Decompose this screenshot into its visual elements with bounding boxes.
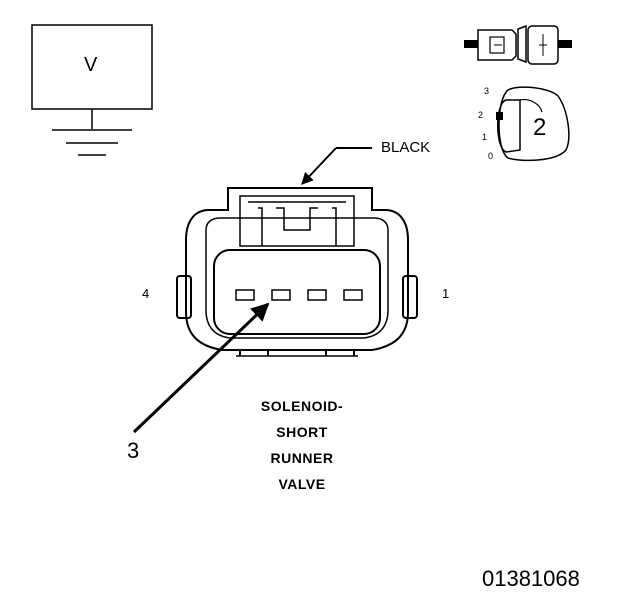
wire-color-label: BLACK (381, 139, 431, 156)
position-label-0: 0 (488, 151, 494, 161)
selected-position: 2 (533, 114, 547, 141)
pin-contacts (235, 289, 363, 301)
position-label-1: 1 (482, 132, 488, 142)
position-label-3: 3 (484, 86, 490, 96)
connector-mini-icon (464, 24, 572, 65)
pin-4 (235, 289, 255, 301)
position-label-2: 2 (478, 110, 484, 120)
figure-id: 01381068 (482, 566, 580, 591)
component-title-line-3: RUNNER (270, 450, 334, 466)
ground-icon (52, 129, 132, 156)
pin-3 (271, 289, 291, 301)
voltmeter-label: V (84, 54, 98, 76)
component-title-line-1: SOLENOID- (260, 398, 344, 414)
pin-1 (343, 289, 363, 301)
callout-number: 3 (127, 438, 140, 463)
pin-4-label: 4 (142, 286, 150, 301)
connector-body (176, 187, 418, 357)
position-selector-icon (496, 86, 570, 162)
component-title-line-4: VALVE (278, 476, 326, 492)
voltmeter-symbol (31, 24, 153, 129)
component-title-line-2: SHORT (276, 424, 328, 440)
pin-1-label: 1 (442, 286, 450, 301)
pin-2 (307, 289, 327, 301)
callout-3-arrow (132, 302, 270, 434)
black-leader-arrow (301, 147, 372, 185)
